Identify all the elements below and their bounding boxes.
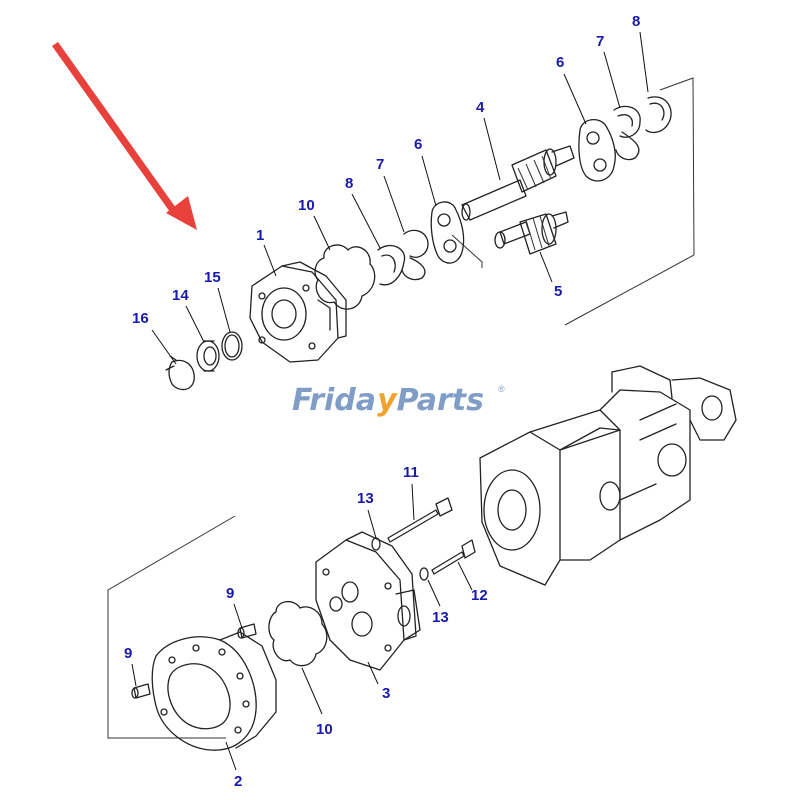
callout-10-lower: 10 bbox=[316, 721, 333, 738]
callout-labels: 8 7 6 4 6 7 8 10 1 15 14 16 5 11 13 13 1… bbox=[124, 13, 640, 790]
part-8-circlip-middle bbox=[377, 245, 406, 286]
watermark-logo: FridayParts ® bbox=[292, 383, 505, 418]
part-11-bolt bbox=[387, 497, 453, 543]
callout-10-upper: 10 bbox=[298, 197, 315, 214]
callout-14: 14 bbox=[172, 287, 189, 304]
part-10-gasket-upper bbox=[314, 244, 376, 310]
callout-2: 2 bbox=[234, 773, 242, 790]
part-5-gear bbox=[494, 211, 569, 255]
assembled-pump bbox=[479, 365, 737, 586]
callout-5: 5 bbox=[554, 283, 562, 300]
callout-9-upper: 9 bbox=[226, 585, 234, 602]
part-7-clip-middle bbox=[401, 229, 429, 281]
callout-8-middle: 8 bbox=[345, 175, 353, 192]
part-6-plate-upper bbox=[578, 119, 616, 182]
callout-13-lower: 13 bbox=[432, 609, 449, 626]
lower-frame bbox=[107, 515, 236, 739]
pointer-arrow bbox=[52, 42, 197, 230]
part-8-circlip-upper bbox=[645, 96, 672, 134]
callout-1: 1 bbox=[256, 227, 264, 244]
watermark-text-b: Parts bbox=[397, 383, 484, 418]
part-14-seal bbox=[196, 340, 220, 372]
callout-11: 11 bbox=[403, 464, 419, 481]
watermark-y-mark: y bbox=[377, 383, 398, 418]
part-10-gasket-lower bbox=[268, 601, 328, 667]
leader-lines bbox=[131, 31, 649, 771]
callout-6-middle: 6 bbox=[414, 136, 422, 153]
part-13-washer-lower bbox=[419, 567, 429, 581]
callout-4: 4 bbox=[476, 99, 485, 116]
part-12-bolt bbox=[431, 539, 476, 575]
part-9-pin-lower bbox=[131, 683, 151, 699]
svg-text:FridayParts: FridayParts bbox=[292, 383, 484, 418]
part-15-ring bbox=[221, 331, 243, 361]
callout-9-lower: 9 bbox=[124, 645, 132, 662]
part-3-pump-body bbox=[315, 531, 421, 671]
callout-6-top: 6 bbox=[556, 54, 564, 71]
part-1-front-cover bbox=[249, 261, 347, 363]
callout-3: 3 bbox=[382, 685, 390, 702]
callout-16: 16 bbox=[132, 310, 149, 327]
callout-12: 12 bbox=[471, 587, 488, 604]
part-6-plate-middle bbox=[430, 201, 465, 264]
part-2-ring-housing bbox=[151, 631, 277, 751]
part-16-snap-ring bbox=[165, 355, 195, 391]
callout-15: 15 bbox=[204, 269, 221, 286]
upper-frame bbox=[451, 77, 695, 326]
part-7-clip-upper bbox=[613, 105, 641, 161]
callout-7-top: 7 bbox=[596, 33, 604, 50]
callout-7-middle: 7 bbox=[376, 156, 384, 173]
part-4-shaft-gear bbox=[461, 145, 575, 221]
watermark-registered-mark: ® bbox=[498, 384, 505, 394]
callout-13-upper: 13 bbox=[357, 490, 374, 507]
callout-8-top: 8 bbox=[632, 13, 640, 30]
watermark-text-a: Frida bbox=[292, 383, 375, 418]
